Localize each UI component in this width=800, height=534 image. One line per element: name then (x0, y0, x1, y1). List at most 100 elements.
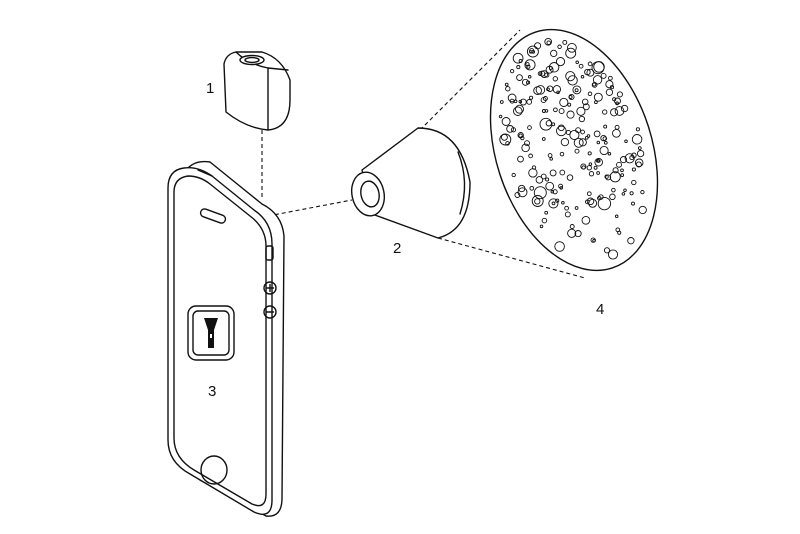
star-dot (580, 75, 585, 79)
star-dot (611, 187, 616, 193)
star-dot (545, 177, 550, 182)
star-dot (531, 165, 537, 170)
star-dot (614, 214, 619, 219)
star-dot (593, 165, 598, 170)
star-dot (598, 194, 604, 200)
star-dot (631, 134, 643, 145)
star-dot (567, 42, 577, 53)
star-dot (631, 152, 637, 159)
star-dot (511, 172, 516, 178)
star-dot (608, 75, 613, 81)
star-dot (566, 110, 575, 119)
star-dot (526, 64, 531, 69)
star-dot (512, 52, 524, 64)
star-dot (609, 171, 621, 183)
star-dot (592, 75, 603, 85)
star-dot (586, 134, 591, 138)
projection-line-phone-to-cone (267, 199, 353, 217)
star-dot (551, 122, 556, 127)
star-dot (620, 173, 625, 177)
star-dot (576, 106, 586, 116)
volume-down-button (263, 305, 277, 319)
star-dot (564, 211, 571, 218)
star-dot (614, 124, 620, 130)
star-dot (593, 130, 601, 138)
star-dot (591, 61, 605, 75)
star-dot (582, 103, 590, 111)
star-dot (631, 201, 635, 206)
star-dot (528, 153, 533, 159)
star-dot (516, 74, 523, 81)
star-dot (602, 109, 608, 115)
star-dot (586, 197, 595, 206)
star-dot (517, 155, 524, 163)
star-dot (535, 85, 546, 95)
star-dot (562, 39, 568, 45)
star-dot (533, 186, 547, 200)
star-dot (614, 106, 625, 116)
star-dot (551, 201, 556, 206)
star-dot (526, 99, 533, 105)
label-part-4: 4 (596, 301, 604, 318)
star-dot (594, 158, 603, 167)
star-dot (559, 97, 569, 107)
star-dot (507, 93, 517, 103)
star-dot (590, 237, 596, 243)
star-dot (509, 68, 515, 74)
star-dot (609, 193, 616, 201)
projection-line-cone-to-disc-top (419, 29, 521, 131)
star-dot (600, 72, 607, 79)
star-dot (565, 71, 576, 82)
mute-switch (265, 245, 274, 261)
star-dots (498, 37, 647, 260)
star-dot (615, 227, 621, 233)
star-dot (540, 173, 547, 180)
star-dot (518, 99, 523, 104)
star-dot (599, 145, 609, 156)
star-dot (540, 70, 549, 78)
star-dot (595, 159, 600, 163)
star-dot (565, 47, 577, 59)
star-dot (638, 205, 647, 215)
star-dot (637, 146, 642, 150)
star-dot (629, 191, 634, 196)
star-dot (635, 161, 642, 168)
star-dot (634, 158, 644, 168)
star-dot (568, 95, 573, 99)
star-dot (541, 137, 546, 141)
star-dot (619, 156, 628, 164)
star-dot (516, 65, 521, 70)
star-dot (605, 174, 612, 181)
star-dot (588, 171, 595, 177)
star-dot (534, 42, 542, 50)
star-dot (537, 71, 543, 76)
star-dot (515, 104, 524, 114)
star-dot (504, 82, 509, 87)
star-dot (635, 127, 640, 132)
star-dot (557, 44, 562, 50)
adapter-cap (223, 51, 291, 131)
star-dot (586, 191, 592, 197)
star-dot (499, 133, 512, 146)
star-dot (534, 198, 541, 205)
star-dot (587, 151, 592, 156)
star-dot (498, 114, 503, 119)
star-dot (580, 129, 585, 135)
flashlight-icon (187, 305, 235, 361)
star-dot (569, 129, 580, 141)
star-dot (620, 104, 629, 113)
star-dot (581, 215, 591, 225)
star-dot (609, 85, 615, 90)
star-dot (545, 181, 555, 191)
label-part-3: 3 (208, 383, 216, 400)
star-dot (627, 237, 635, 245)
star-dot (572, 85, 582, 95)
star-dot (573, 137, 584, 148)
star-dot (560, 137, 570, 147)
star-dot (574, 148, 580, 154)
star-dot (519, 98, 527, 106)
star-dot (506, 125, 514, 133)
star-dot (600, 134, 607, 142)
star-dot (541, 217, 548, 224)
star-dot (621, 192, 626, 196)
